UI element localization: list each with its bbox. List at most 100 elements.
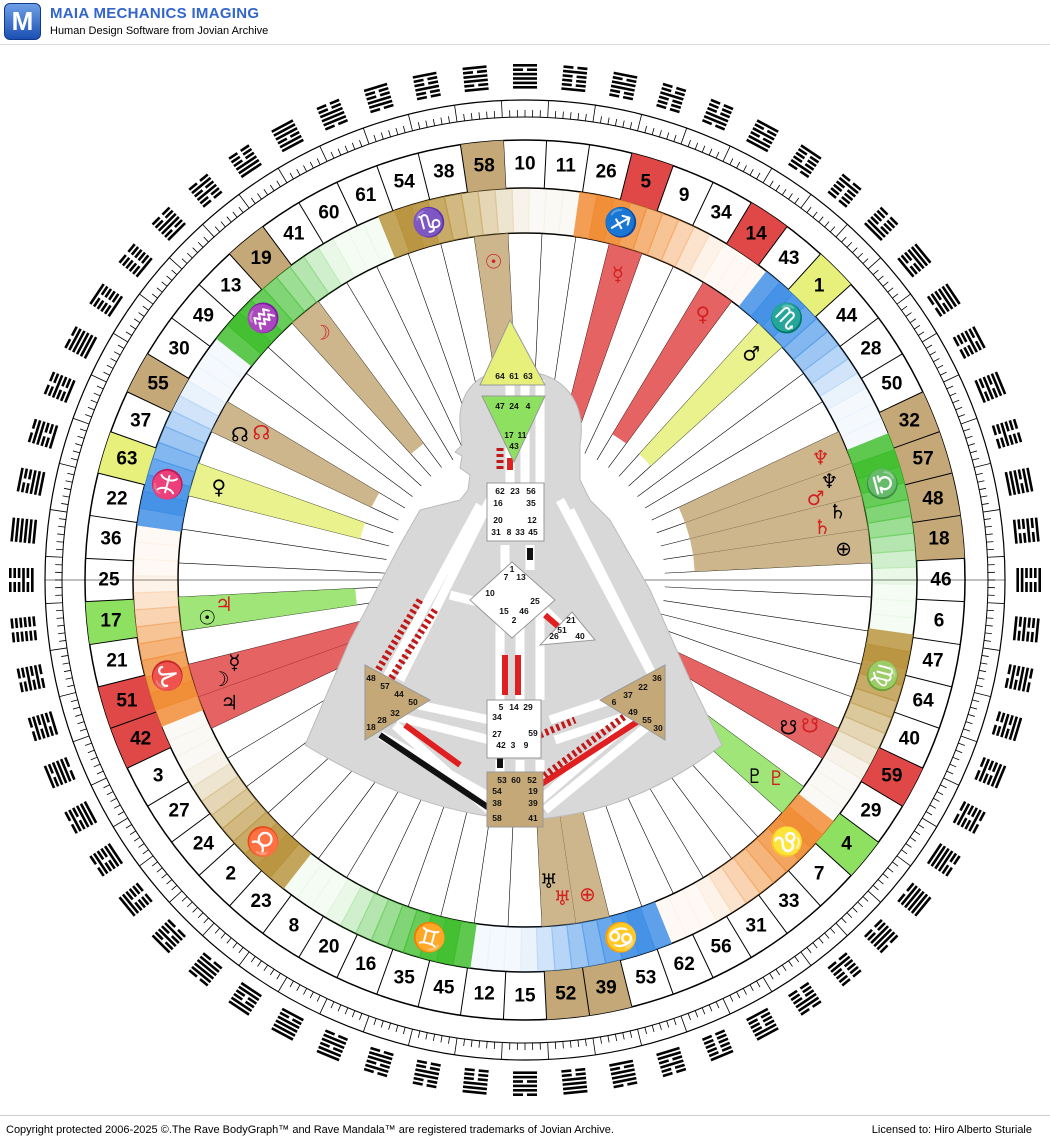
ring-tick — [487, 1041, 488, 1048]
hexagram-line-solid — [1038, 568, 1041, 592]
ring-tick — [114, 352, 120, 355]
hexagram-line-broken — [623, 96, 633, 101]
ring-tick — [910, 837, 916, 841]
ring-tick — [897, 294, 911, 304]
ring-tick — [143, 306, 149, 310]
hexagram-line-broken — [1007, 664, 1012, 674]
ring-tick — [807, 207, 811, 213]
ring-tick — [310, 162, 313, 168]
ring-tick — [585, 1039, 586, 1046]
planet-symbol-icon: ♃ — [220, 690, 238, 714]
ring-tick — [441, 1036, 442, 1043]
app-title: MAIA MECHANICS IMAGING — [50, 5, 259, 22]
center-gate-label: 55 — [642, 715, 652, 725]
ring-tick — [776, 185, 780, 191]
ring-tick — [182, 897, 187, 902]
ring-tick — [986, 618, 993, 619]
gate-number: 11 — [556, 156, 577, 177]
ring-tick — [730, 158, 733, 164]
ring-tick — [985, 633, 992, 634]
hexagram-icon — [10, 616, 37, 642]
ring-tick — [930, 352, 936, 355]
hexagram-line-broken — [672, 99, 682, 104]
ring-tick — [623, 121, 624, 128]
center-gate-label: 63 — [523, 371, 533, 381]
ring-tick — [418, 1031, 420, 1038]
hexagram-line-broken — [992, 725, 997, 735]
ring-tick — [227, 938, 231, 943]
center-gate-label: 41 — [528, 813, 538, 823]
center-gate-label: 39 — [528, 798, 538, 808]
gate-number: 8 — [289, 915, 300, 936]
ring-tick — [426, 121, 427, 128]
center-gate-label: 48 — [366, 673, 376, 683]
ring-tick — [695, 143, 698, 150]
hexagram-line-broken — [1000, 437, 1005, 447]
ring-tick — [433, 119, 434, 126]
ring-tick — [645, 126, 647, 133]
hexagram-icon — [561, 65, 587, 92]
ring-tick — [203, 224, 214, 237]
ring-tick — [187, 902, 192, 907]
app-logo: M — [4, 3, 41, 40]
hexagram-line-broken — [610, 1067, 620, 1072]
planet-symbol-icon: ♃ — [215, 592, 233, 616]
ring-tick — [914, 325, 920, 329]
hexagram-line-broken — [416, 1064, 426, 1069]
center-gate-label: 60 — [511, 775, 521, 785]
ring-tick — [981, 496, 988, 497]
ring-tick — [972, 700, 979, 702]
inner-spoke — [665, 587, 872, 597]
center-gate-label: 21 — [566, 615, 576, 625]
hexagram-icon — [17, 664, 46, 692]
planet-symbol-icon: ☿ — [612, 262, 624, 286]
hexagram-line-broken — [365, 91, 375, 96]
ring-tick — [139, 843, 145, 847]
ring-tick — [64, 488, 71, 489]
hexagram-line-broken — [21, 482, 26, 492]
gate-number: 56 — [711, 936, 732, 957]
hexagram-icon — [992, 419, 1023, 449]
gate-number: 64 — [913, 690, 935, 711]
hexagram-line-broken — [513, 68, 523, 71]
hexagram-line-broken — [463, 71, 473, 75]
hexagram-line-broken — [464, 1077, 474, 1081]
ring-tick — [723, 146, 730, 161]
ring-tick — [162, 282, 167, 286]
ring-tick — [107, 792, 113, 795]
hexagram-icon — [316, 1029, 348, 1061]
ring-tick — [258, 194, 262, 200]
ring-tick — [953, 400, 959, 403]
gate-divider — [917, 599, 965, 601]
gate-number: 15 — [514, 986, 536, 1007]
center-gate-label: 17 — [504, 430, 514, 440]
hexagram-line-broken — [659, 1059, 669, 1064]
hexagram-line-broken — [1030, 568, 1033, 578]
center-gate-label: 26 — [549, 631, 559, 641]
ring-tick — [608, 1036, 609, 1043]
hexagram-icon — [413, 1060, 441, 1089]
ring-tick — [418, 122, 420, 129]
ring-tick — [73, 707, 80, 709]
hexagram-line-solid — [463, 1081, 487, 1086]
ring-tick — [918, 332, 924, 336]
hexagram-line-broken — [15, 618, 19, 628]
hexagram-line-broken — [17, 668, 22, 678]
gate-number: 47 — [922, 651, 943, 672]
ring-tick — [830, 928, 835, 933]
gate-number: 53 — [635, 968, 656, 989]
ring-tick — [162, 874, 167, 878]
ring-tick — [204, 237, 209, 242]
center-gate-label: 9 — [524, 740, 529, 750]
hexagram-line-broken — [32, 731, 37, 741]
hexagram-line-solid — [563, 70, 587, 75]
license-text: Licensed to: Hiro Alberto Sturiale — [872, 1124, 1032, 1136]
ring-tick — [688, 140, 690, 147]
ring-tick — [46, 556, 63, 557]
ring-tick — [157, 868, 162, 872]
ring-tick — [659, 130, 661, 137]
gate-number: 50 — [881, 373, 902, 394]
hexagram-line-broken — [996, 439, 1001, 449]
center-gate-label: 40 — [575, 631, 585, 641]
